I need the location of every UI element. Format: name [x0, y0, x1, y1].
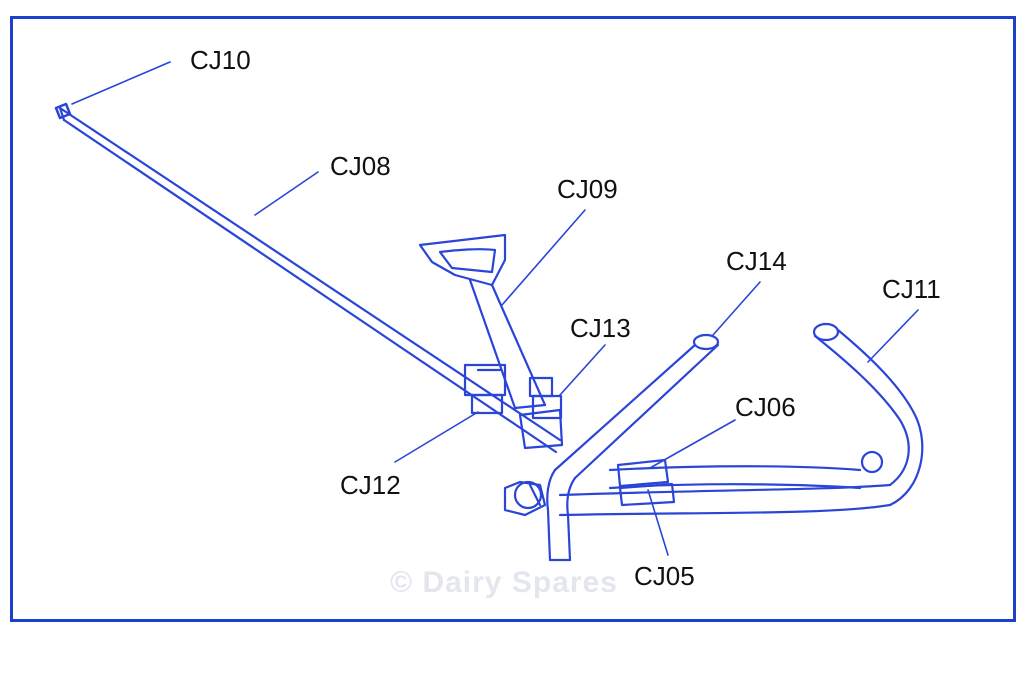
part-label-cj08: CJ08	[330, 151, 391, 181]
part-label-cj09: CJ09	[557, 174, 618, 204]
part-label-cj10: CJ10	[190, 45, 251, 75]
foot-pedal-cj09	[418, 233, 564, 450]
part-label-cj11: CJ11	[882, 274, 941, 304]
bracket-cj13	[528, 376, 563, 420]
part-label-cj14: CJ14	[726, 246, 787, 276]
part-label-cj13: CJ13	[570, 313, 631, 343]
leader-lines	[71, 61, 919, 556]
watermark: © Dairy Spares	[390, 566, 618, 599]
part-label-cj06: CJ06	[735, 392, 796, 422]
clamp-cj12	[463, 363, 507, 415]
upright-tube-cj14	[546, 333, 720, 562]
diagram-frame	[10, 16, 1016, 622]
end-cap-cj10	[54, 102, 72, 120]
plate-cj06	[616, 458, 670, 488]
part-label-cj05: CJ05	[634, 561, 695, 591]
plate-cj05	[618, 482, 676, 507]
handle-bar-cj08	[58, 106, 562, 454]
base-frame-cj11	[503, 322, 924, 517]
part-label-cj12: CJ12	[340, 470, 401, 500]
